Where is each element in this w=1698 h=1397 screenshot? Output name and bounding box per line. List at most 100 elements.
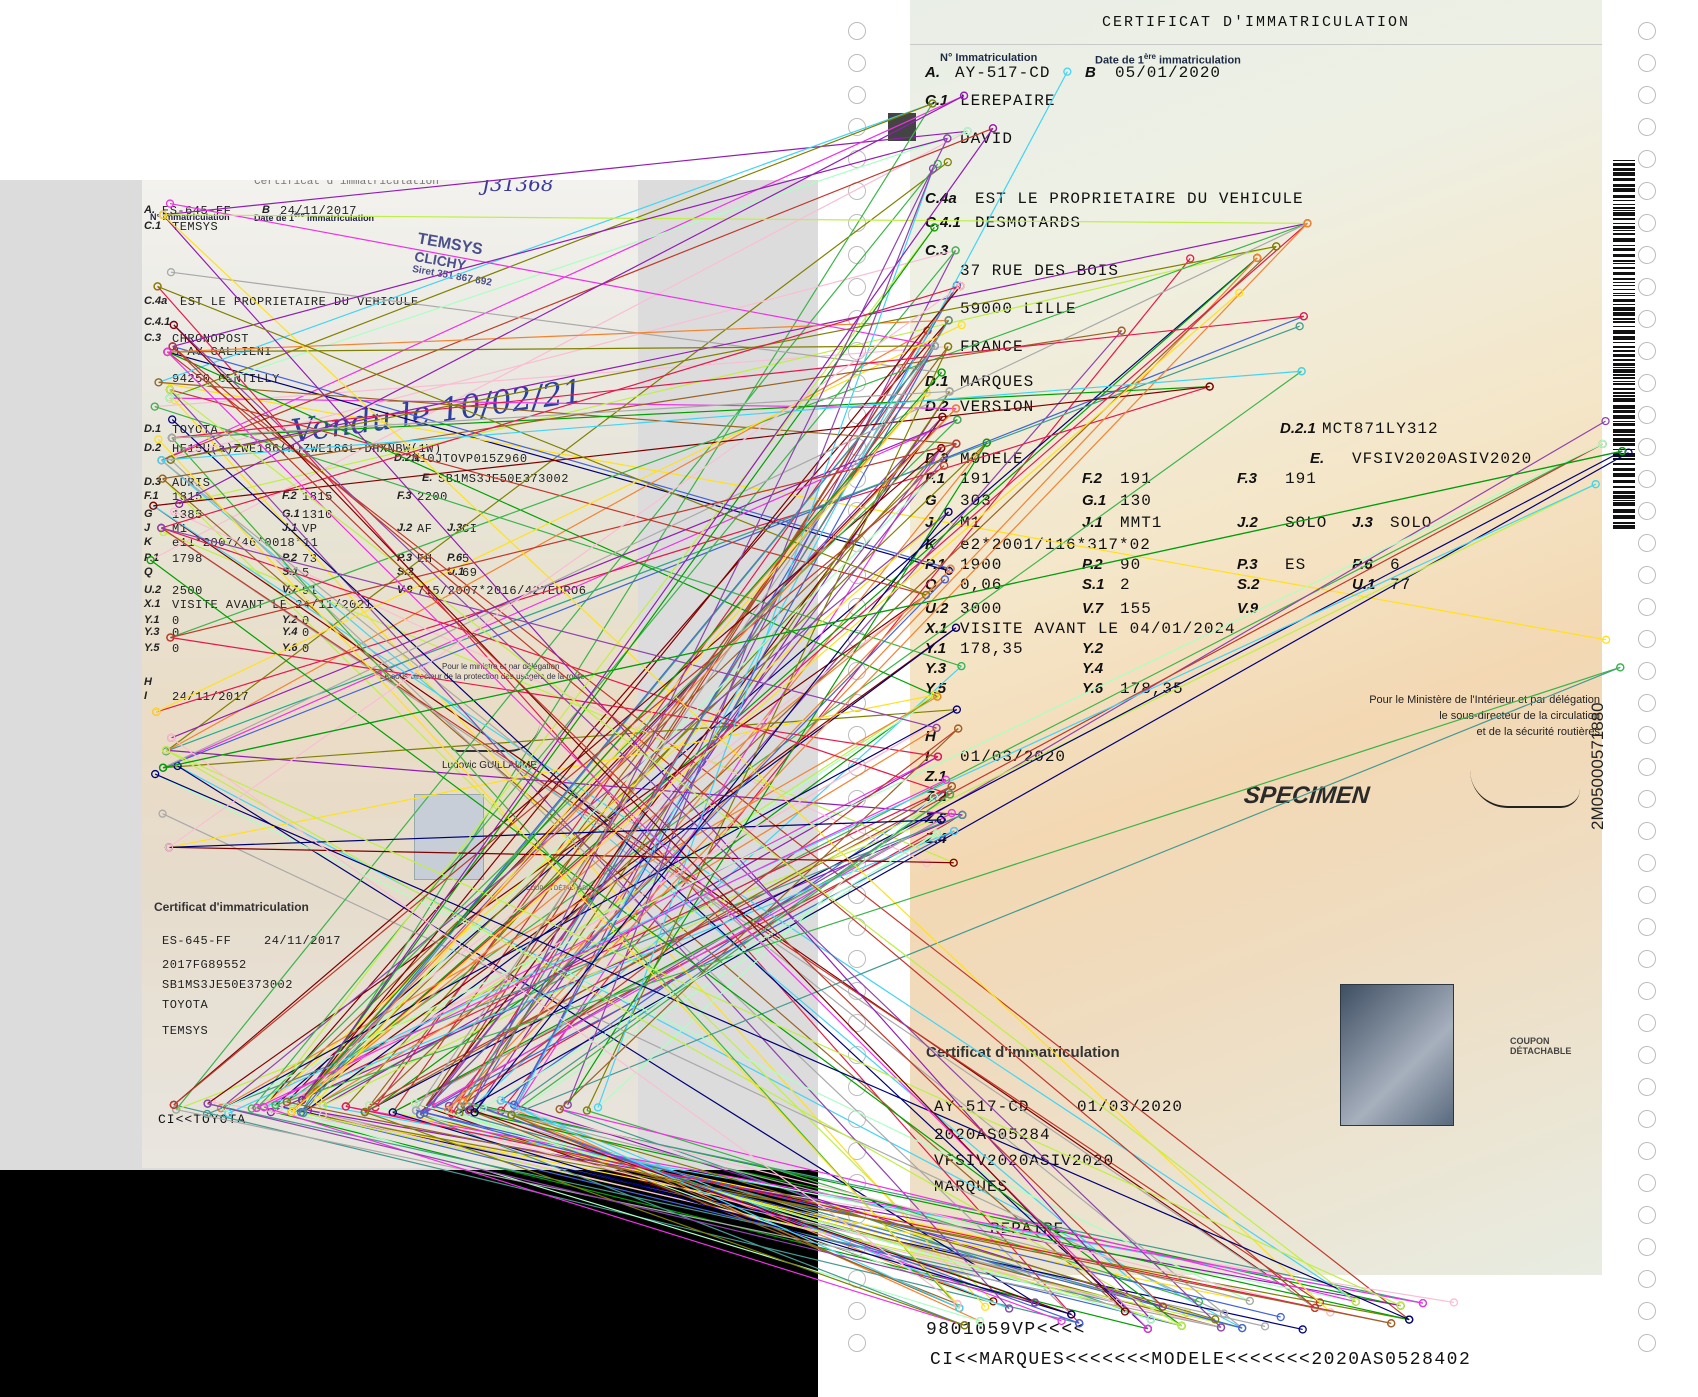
binder-ring-right-33	[1638, 1078, 1656, 1096]
field-value-x-1-36: VISITE AVANT LE 04/01/2024	[960, 620, 1236, 638]
match-keypoint	[166, 268, 176, 277]
match-line	[161, 285, 961, 529]
match-keypoint	[171, 1105, 181, 1114]
barcode-bar	[1613, 443, 1635, 446]
match-line	[173, 465, 945, 1106]
match-line	[228, 483, 1596, 1114]
match-line	[470, 1108, 1072, 1316]
match-keypoint	[1299, 312, 1308, 321]
match-keypoint	[299, 1108, 308, 1118]
match-keypoint	[1216, 1323, 1226, 1332]
binder-ring-left-31	[848, 1014, 866, 1032]
barcode-bar	[1613, 295, 1635, 296]
binder-ring-right-8	[1638, 278, 1656, 296]
match-line	[374, 330, 928, 1108]
match-line	[419, 420, 1606, 1116]
match-line	[169, 202, 935, 347]
match-line	[468, 665, 962, 1111]
match-line	[178, 95, 965, 505]
match-keypoint	[946, 564, 955, 573]
match-line	[424, 830, 955, 1114]
right-mrz-line-2: 9801059VP<<<<	[926, 1320, 1086, 1340]
match-keypoint	[988, 124, 998, 133]
match-line	[317, 392, 928, 1101]
match-keypoint	[952, 439, 961, 448]
match-line	[286, 1101, 1392, 1324]
match-line	[364, 1111, 965, 1326]
right-coupon-date: 01/03/2020	[1077, 1098, 1184, 1116]
match-line	[286, 370, 1302, 1103]
match-keypoint	[157, 456, 166, 465]
field-value-j-2-20: AF	[417, 522, 433, 536]
match-line	[171, 390, 950, 439]
match-keypoint	[282, 1097, 291, 1107]
barcode-bar	[1613, 350, 1635, 352]
match-line	[161, 527, 937, 729]
field-label-i-42: I	[144, 690, 148, 702]
field-value-q-29: 0,06	[960, 576, 1003, 594]
field-value-u-1-32: 77	[1390, 576, 1412, 594]
binder-ring-left-0	[848, 22, 866, 40]
match-line	[169, 389, 1357, 1303]
barcode-bar	[1613, 254, 1635, 257]
field-value-p-6-26: 5	[462, 552, 470, 566]
match-keypoint	[150, 402, 159, 411]
match-keypoint	[157, 523, 166, 533]
match-line	[162, 214, 1152, 1320]
barcode-bar	[1613, 405, 1635, 409]
match-line	[511, 1114, 960, 1309]
binder-ring-right-20	[1638, 662, 1656, 680]
barcode-bar	[1613, 307, 1635, 311]
left-coupon-label: COUPON DÉTACHABLE	[526, 886, 594, 892]
match-line	[165, 325, 1300, 752]
match-line	[150, 130, 968, 561]
match-keypoint	[271, 1100, 280, 1110]
binder-ring-right-21	[1638, 694, 1656, 712]
match-line	[500, 785, 953, 1101]
match-line	[419, 416, 943, 1115]
match-line	[173, 324, 1222, 1328]
field-value-a--0: AY-517-CD	[955, 64, 1051, 82]
binder-ring-right-4	[1638, 150, 1656, 168]
match-line	[158, 102, 933, 383]
left-ministry-line-2: Le sous-directeur de la protection des u…	[380, 672, 585, 681]
field-label-j-20: J	[925, 514, 934, 531]
match-line	[266, 511, 949, 1105]
barcode-bar	[1613, 223, 1635, 224]
field-label-f-2-14: F.2	[282, 490, 297, 502]
field-value-e--12: SB1MS3JE50E373002	[438, 472, 569, 486]
field-label-c-3-5: C.3	[144, 332, 162, 344]
binder-ring-right-15	[1638, 502, 1656, 520]
match-keypoint	[582, 1106, 592, 1115]
field-value-v-7-34: 155	[1120, 600, 1152, 618]
barcode-bar	[1613, 238, 1635, 242]
barcode-bar	[1613, 233, 1635, 235]
field-value-u-1-30: 69	[462, 566, 478, 580]
match-keypoint	[163, 347, 172, 357]
barcode-bar	[1613, 395, 1635, 397]
right-ministry-line-1: Pour le Ministère de l'Intérieur et par …	[1369, 694, 1600, 706]
match-line	[162, 419, 958, 769]
right-header-immat: N° Immatriculation	[940, 52, 1038, 64]
field-label-u-2-31: U.2	[144, 584, 162, 596]
match-keypoint	[169, 507, 179, 516]
barcode-bar	[1613, 383, 1635, 385]
field-label-p-2-26: P.2	[1082, 556, 1103, 573]
field-value-d-2-1-10: M10JTOVP015Z960	[412, 452, 528, 466]
match-line	[171, 385, 1210, 439]
match-line	[293, 578, 946, 1109]
field-label-y-1-37: Y.1	[925, 640, 947, 657]
match-keypoint	[928, 164, 938, 173]
match-keypoint	[175, 499, 184, 509]
match-line	[597, 796, 935, 1108]
match-line	[515, 793, 951, 1111]
barcode-bar	[1613, 410, 1635, 413]
barcode-bar	[1613, 388, 1635, 390]
match-keypoint	[941, 775, 951, 784]
field-label-e--14: E.	[1310, 450, 1325, 467]
match-line	[263, 830, 955, 1108]
field-label-f-3-17: F.3	[1237, 470, 1258, 487]
match-keypoint	[1272, 242, 1281, 251]
field-value-j-2-22: SOLO	[1285, 514, 1328, 532]
field-label-q-29: Q	[925, 576, 937, 593]
